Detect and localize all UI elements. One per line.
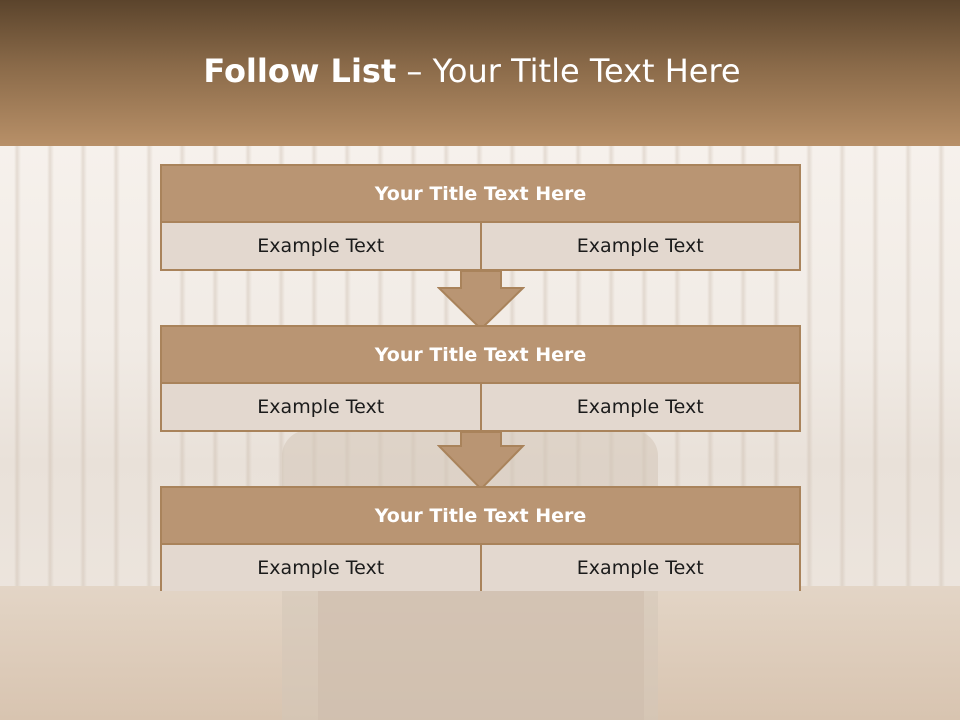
step-1-right-cell: Example Text [479, 223, 799, 269]
step-title-2: Your Title Text Here [162, 327, 799, 384]
step-title-3: Your Title Text Here [162, 488, 799, 545]
step-1-left-cell: Example Text [162, 223, 480, 269]
step-title-1: Your Title Text Here [162, 166, 799, 223]
background-chair-seat [318, 586, 644, 720]
step-3-right-cell: Example Text [479, 545, 799, 591]
step-box-3: Your Title Text Here Example Text Exampl… [160, 486, 801, 591]
step-box-1: Your Title Text Here Example Text Exampl… [160, 164, 801, 271]
step-2-left-cell: Example Text [162, 384, 480, 430]
down-arrow-icon [437, 432, 525, 491]
title-banner: Follow List – Your Title Text Here [0, 0, 960, 146]
step-box-2: Your Title Text Here Example Text Exampl… [160, 325, 801, 432]
slide-title-bold: Follow List [203, 52, 397, 90]
slide-title: Follow List – Your Title Text Here [0, 52, 944, 90]
step-3-left-cell: Example Text [162, 545, 480, 591]
step-2-right-cell: Example Text [479, 384, 799, 430]
down-arrow-icon [437, 271, 525, 331]
slide-title-rest: – Your Title Text Here [396, 52, 741, 90]
